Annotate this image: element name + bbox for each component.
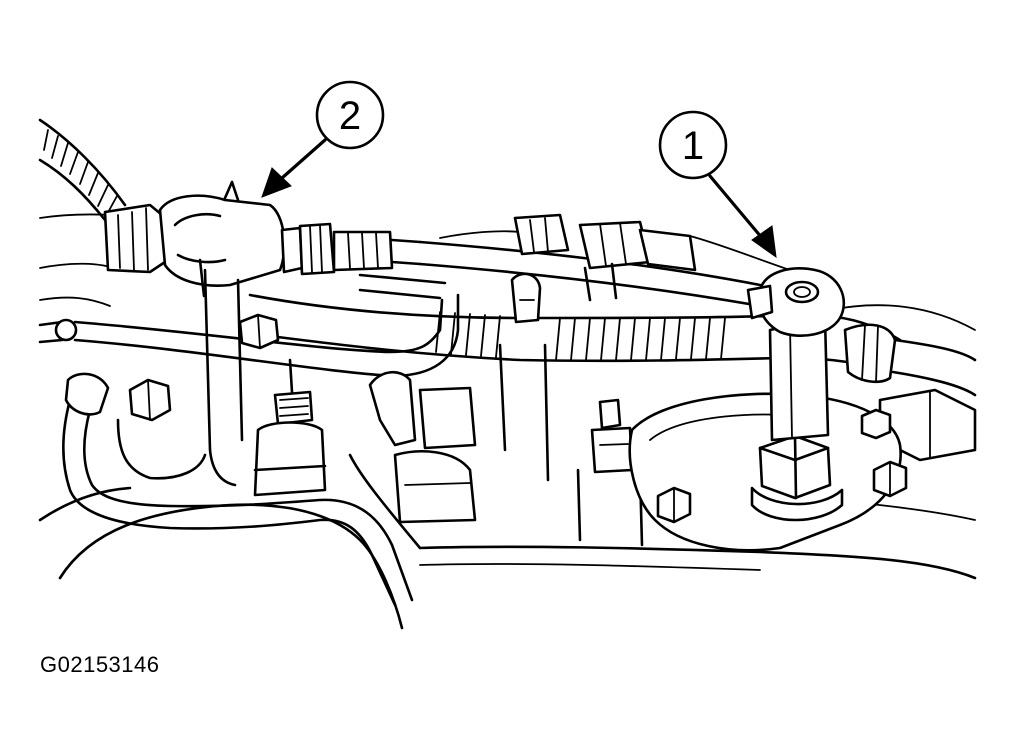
callout-label-2: 2 [339,94,361,138]
harness-clip [498,272,550,482]
arrow-head-1 [751,225,777,259]
callout-bubble-1: 1 [658,110,728,180]
injector-stud [253,358,327,497]
leader-arrows [261,138,777,259]
upper-left-harness [38,118,127,222]
callout-label-1: 1 [682,124,704,168]
arrow-head-2 [261,167,292,198]
knock-sensor-1 [746,267,846,442]
bracket-bolts [116,313,280,480]
sensor-cable [418,213,762,307]
vacuum-line [38,273,460,378]
center-brackets [368,371,477,524]
callout-bubble-2: 2 [315,80,385,150]
left-pipe [61,372,414,607]
sensor-connector-2 [103,180,422,487]
figure-id-label: G02153146 [40,652,160,677]
sensor-flange [628,392,908,552]
